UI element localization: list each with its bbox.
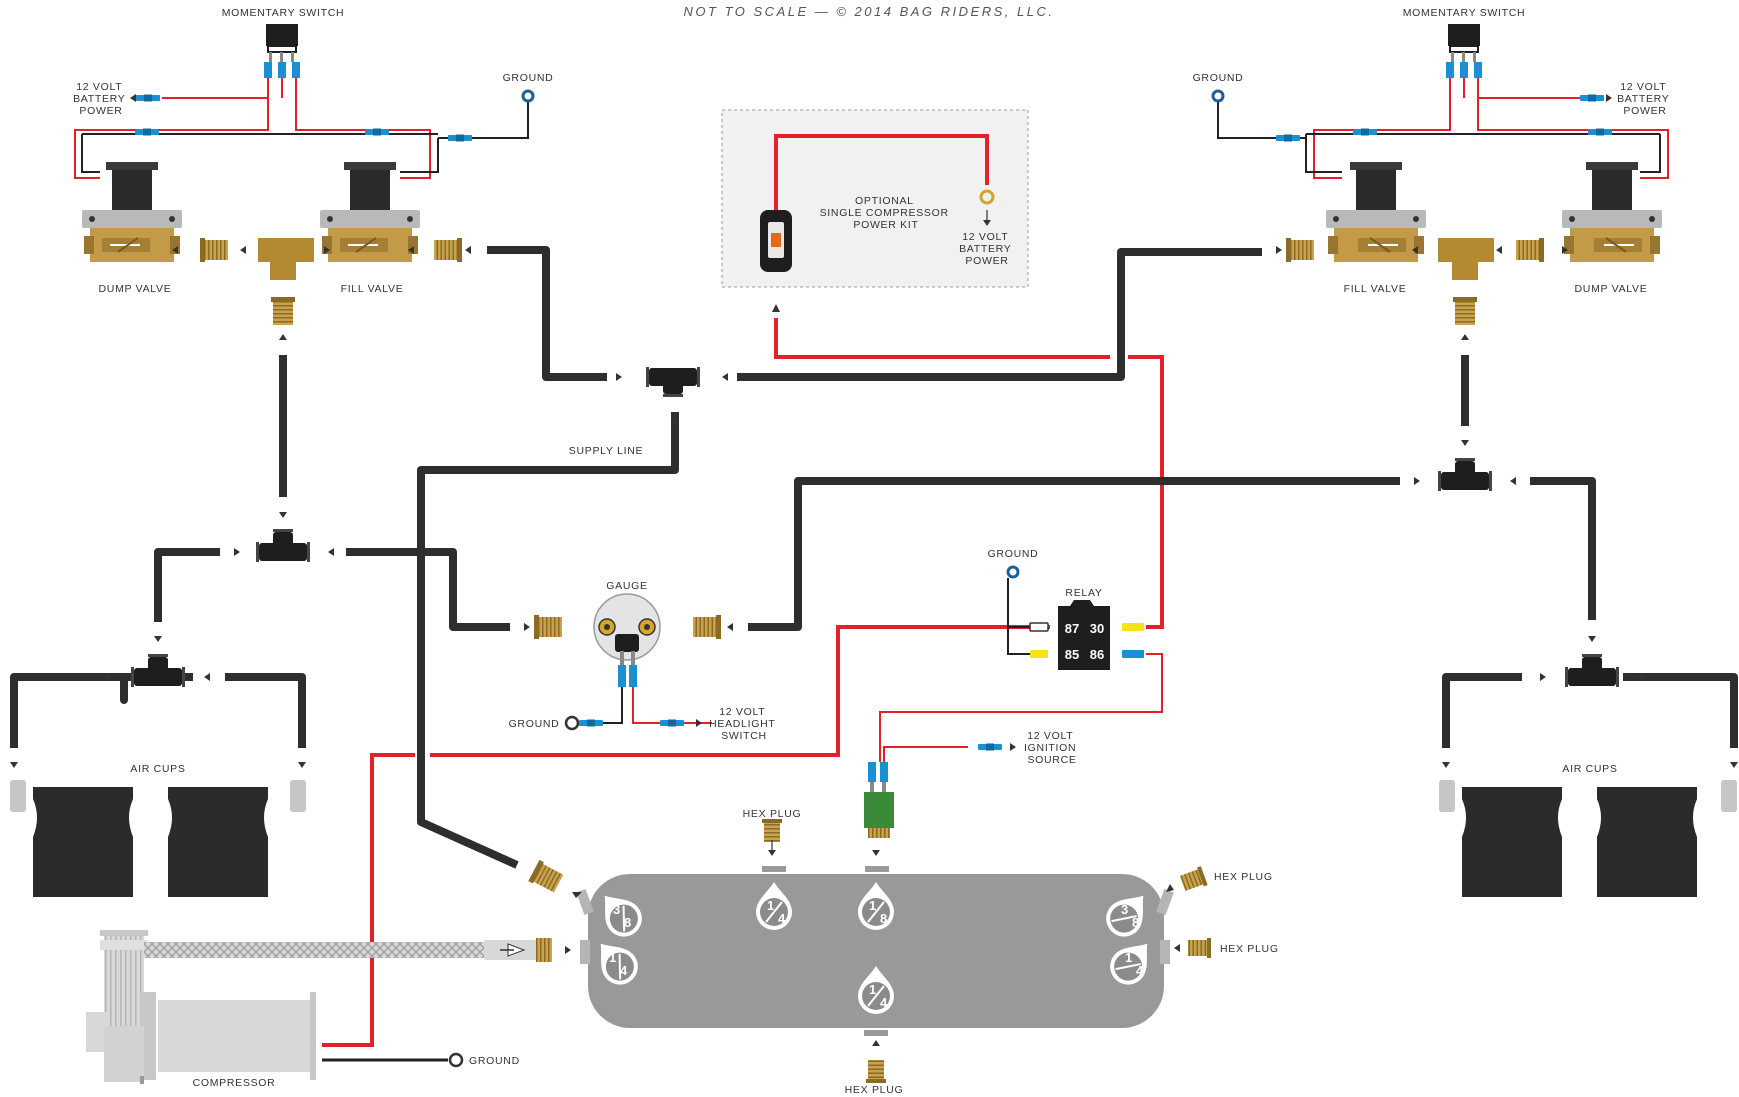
port-fraction-num: 3: [613, 902, 620, 917]
relay-ground-label: GROUND: [988, 548, 1039, 560]
port-fraction-den: 4: [620, 963, 628, 978]
port-fraction-num: 3: [1121, 902, 1128, 917]
hex-plug-bottom: [866, 1060, 886, 1083]
hex-plug-right-top-label: HEX PLUG: [1214, 871, 1273, 883]
ground-terminal: [1211, 89, 1225, 103]
tee-right-cups: [1565, 654, 1619, 687]
brass-tee-left: [258, 238, 314, 280]
compressor-ground-label: GROUND: [469, 1055, 520, 1067]
momentary-switch-left-label: MOMENTARY SWITCH: [222, 7, 345, 19]
tee-left-cups: [131, 654, 185, 687]
air-cups-left: [10, 780, 306, 897]
air-cups-right: [1439, 780, 1737, 897]
hex-plug-top: [762, 819, 782, 842]
port-fraction-den: 8: [880, 911, 887, 926]
gauge-label: GAUGE: [606, 580, 647, 592]
hex-plug-top-label: HEX PLUG: [743, 808, 802, 820]
ground-top-left-label: GROUND: [503, 72, 554, 84]
brass-fitting: [1286, 238, 1314, 262]
port-fraction-num: 1: [869, 898, 876, 913]
supply-tee: [646, 367, 700, 397]
ground-terminal: [1006, 565, 1020, 579]
brass-nipple: [200, 238, 228, 262]
hex-plug-bottom-label: HEX PLUG: [845, 1084, 904, 1096]
port-fraction-num: 1: [609, 950, 616, 965]
port-fraction-num: 1: [767, 898, 774, 913]
brass-fitting: [434, 238, 462, 262]
tee-left-middle: [256, 529, 310, 562]
brass-fitting-vertical: [271, 297, 295, 325]
ring-terminal: [979, 189, 995, 205]
not-to-scale-header: NOT TO SCALE — © 2014 BAG RIDERS, LLC.: [684, 4, 1055, 19]
relay-pin-30: 30: [1090, 621, 1104, 636]
port-fraction-den: 4: [1136, 963, 1144, 978]
brass-fitting-vertical: [1453, 297, 1477, 325]
inline-fuse-holder: [760, 210, 792, 272]
power-kit-battery-label: 12 VOLT BATTERY POWER: [959, 231, 1015, 267]
ground-top-right-label: GROUND: [1193, 72, 1244, 84]
dump-valve-right-label: DUMP VALVE: [1575, 283, 1648, 295]
pressure-switch: [864, 762, 894, 838]
supply-line-label: SUPPLY LINE: [569, 445, 643, 457]
relay-label: RELAY: [1065, 587, 1102, 599]
gauge-ground-label: GROUND: [509, 718, 560, 730]
compressor: [86, 930, 552, 1084]
brass-nipple: [1516, 238, 1544, 262]
momentary-switch-right-label: MOMENTARY SWITCH: [1403, 7, 1526, 19]
hex-plug-right-top: [1179, 866, 1208, 893]
air-cups-left-label: AIR CUPS: [130, 763, 185, 775]
optional-power-kit: OPTIONAL SINGLE COMPRESSOR POWER KIT 12 …: [721, 109, 1029, 288]
right-momentary-switch: [1446, 24, 1482, 78]
port-fraction-den: 4: [880, 995, 888, 1010]
left-momentary-switch: [264, 24, 300, 78]
relay: 87 30 85 86: [1029, 600, 1144, 670]
hex-plug-right-bottom: [1188, 938, 1211, 958]
hex-plug-right-bottom-label: HEX PLUG: [1220, 943, 1279, 955]
relay-pin-87: 87: [1065, 621, 1079, 636]
tee-right-middle: [1438, 458, 1492, 491]
relay-pin-86: 86: [1090, 647, 1104, 662]
ignition-label: 12 VOLT IGNITION SOURCE: [1024, 730, 1080, 766]
compressor-label: COMPRESSOR: [193, 1077, 276, 1089]
relay-pin-85: 85: [1065, 647, 1079, 662]
battery-left-label: 12 VOLT BATTERY POWER: [73, 81, 129, 117]
air-cups-right-label: AIR CUPS: [1562, 763, 1617, 775]
port-fraction-den: 8: [1132, 915, 1139, 930]
port-fraction-den: 8: [624, 915, 631, 930]
battery-right-label: 12 VOLT BATTERY POWER: [1617, 81, 1673, 117]
power-kit-label: OPTIONAL SINGLE COMPRESSOR POWER KIT: [820, 195, 953, 231]
ground-terminal: [564, 715, 580, 731]
dump-valve-left-label: DUMP VALVE: [99, 283, 172, 295]
brass-tee-right: [1438, 238, 1494, 280]
port-fraction-num: 1: [869, 982, 876, 997]
pressure-gauge: [534, 593, 721, 687]
port-fraction-den: 4: [778, 911, 786, 926]
fill-valve-right-label: FILL VALVE: [1344, 283, 1407, 295]
power-wires: [322, 318, 1164, 1047]
port-fraction-num: 1: [1125, 950, 1132, 965]
fill-valve-left-label: FILL VALVE: [341, 283, 404, 295]
supply-inlet-fitting: [528, 859, 565, 895]
ground-terminal: [521, 89, 535, 103]
headlight-label: 12 VOLT HEADLIGHT SWITCH: [709, 706, 779, 742]
air-hoses: [10, 246, 1738, 869]
tank-ports: 3 8 1 4 1 4 1 8 3 8 1 4 1 4: [585, 881, 1163, 1015]
ground-terminal: [448, 1052, 464, 1068]
air-tank: [576, 866, 1174, 1036]
